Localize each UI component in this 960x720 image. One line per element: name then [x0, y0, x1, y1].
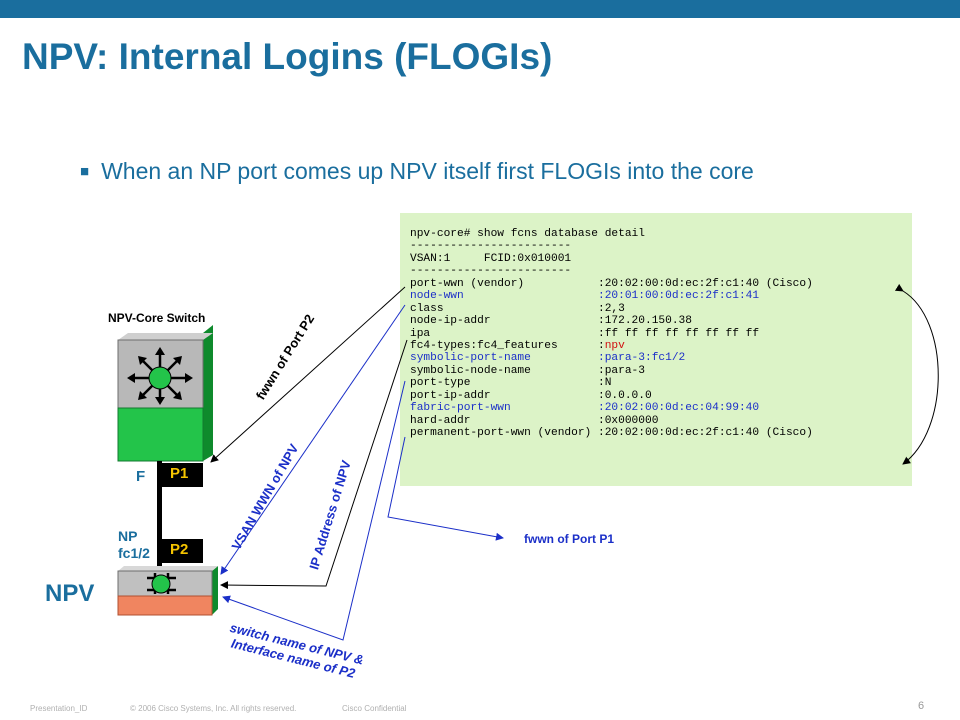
cli-line: node-wwn :20:01:00:0d:ec:2f:c1:41	[410, 290, 760, 303]
npv-switch-icon	[117, 566, 218, 616]
port-np-label: NP	[118, 528, 138, 544]
cli-line-key: fc4-types:fc4_features :	[410, 339, 605, 352]
footer-presentation-id: Presentation_ID	[30, 704, 88, 713]
cli-output-lines: npv-core# show fcns database detail-----…	[410, 228, 813, 439]
port-p1-box	[162, 463, 203, 487]
cli-line: npv-core# show fcns database detail	[410, 228, 645, 240]
cli-line: port-wwn (vendor) :20:02:00:0d:ec:2f:c1:…	[410, 277, 813, 290]
npv-label: NPV	[45, 580, 95, 607]
cli-line: fabric-port-wwn :20:02:00:0d:ec:04:99:40	[410, 402, 760, 415]
port-p2-label: P2	[170, 541, 189, 558]
cli-line: ------------------------	[410, 240, 572, 253]
port-f-label: F	[136, 468, 146, 485]
cli-line: ------------------------	[410, 265, 572, 278]
bullet-square-icon: ■	[80, 163, 90, 180]
cli-line: port-type :N	[410, 377, 612, 390]
cli-line: fc4-types:fc4_features :npv	[410, 340, 813, 352]
port-np-iface-label: fc1/2	[118, 545, 150, 561]
cli-npv-value: npv	[604, 339, 625, 352]
cli-line: node-ip-addr :172.20.150.38	[410, 315, 692, 328]
core-switch-label: NPV-Core Switch	[108, 311, 206, 325]
cli-line: hard-addr :0x000000	[410, 414, 659, 427]
cli-line: VSAN:1 FCID:0x010001	[410, 252, 572, 265]
core-switch-icon	[117, 325, 213, 462]
top-banner	[0, 0, 960, 18]
bullet-text: When an NP port comes up NPV itself firs…	[101, 158, 754, 184]
annotation-fwwn-p1: fwwn of Port P1	[524, 532, 614, 546]
cli-line: symbolic-port-name :para-3:fc1/2	[410, 352, 686, 365]
slide-title: NPV: Internal Logins (FLOGIs)	[22, 36, 553, 77]
bullet-point: ■ When an NP port comes up NPV itself fir…	[80, 158, 754, 185]
cli-line: port-ip-addr :0.0.0.0	[410, 389, 652, 402]
cli-line: symbolic-node-name :para-3	[410, 364, 645, 377]
cli-line: ipa :ff ff ff ff ff ff ff ff	[410, 327, 760, 340]
page-number: 6	[918, 700, 925, 712]
cli-line: class :2,3	[410, 302, 625, 315]
port-p2-box	[162, 539, 203, 563]
cli-output-box: npv-core# show fcns database detail-----…	[400, 213, 912, 486]
port-p1-label: P1	[170, 465, 189, 482]
cli-line: permanent-port-wwn (vendor) :20:02:00:0d…	[410, 427, 813, 439]
fc-link	[157, 461, 162, 568]
footer-confidential: Cisco Confidential	[342, 704, 407, 713]
footer-copyright: © 2006 Cisco Systems, Inc. All rights re…	[130, 704, 297, 713]
